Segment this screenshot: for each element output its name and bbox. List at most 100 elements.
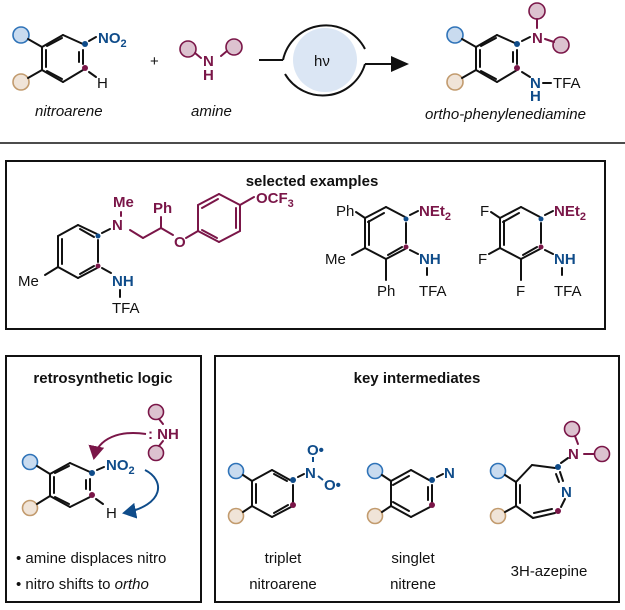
oxygen-radical-label: O• [324, 477, 341, 494]
nitro-group-label: NO2 [98, 30, 127, 50]
amine-substituent-icon [563, 420, 581, 438]
substituent-blue-icon [12, 26, 30, 44]
oxygen-radical-label: O• [307, 442, 324, 459]
product-structure: N N H TFA [446, 2, 581, 105]
triplet-label-line2: nitroarene [249, 576, 317, 593]
wine-dot-icon [429, 502, 435, 508]
wine-dot-icon [403, 244, 409, 250]
azepine-label: 3H-azepine [511, 563, 588, 580]
attack-arrow-icon [88, 432, 147, 460]
blue-dot-icon [290, 477, 296, 483]
nitro-group-label: NO2 [106, 457, 135, 477]
amine-substituent-icon [593, 445, 611, 463]
light-hv-label: hν [314, 53, 330, 70]
phenyl-top-label: Ph [336, 203, 354, 220]
nitro-n-label: N [305, 465, 316, 482]
amine-n-label: N [203, 53, 214, 70]
substituent-tan-icon [446, 73, 464, 91]
tfa-label: TFA [554, 283, 582, 300]
amine-label: amine [191, 103, 232, 120]
nh-label: NH [554, 251, 576, 268]
product-label: ortho-phenylenediamine [425, 106, 586, 123]
ring-n-label: N [561, 484, 572, 501]
substituent-blue-icon [227, 462, 245, 480]
retro-bullet-2: • nitro shifts to ortho [16, 576, 149, 593]
singlet-nitrene-structure: N [366, 462, 455, 525]
singlet-label-line2: nitrene [390, 576, 436, 593]
substituent-blue-icon [21, 453, 39, 471]
wine-dot-icon [89, 492, 95, 498]
nitrene-n-label: N [444, 465, 455, 482]
product-nh-h-label: H [530, 88, 541, 105]
hydrogen-label: H [97, 75, 108, 92]
fluoro-label: F [480, 203, 489, 220]
blue-dot-icon [514, 41, 520, 47]
amine-structure: N H [179, 38, 243, 84]
blue-dot-icon [95, 233, 101, 239]
methyl-label: Me [18, 273, 39, 290]
photochemical-arrow: hν [259, 24, 409, 97]
diethylamino-label: NEt2 [419, 203, 451, 223]
substituent-tan-icon [12, 73, 30, 91]
blue-dot-icon [89, 470, 95, 476]
retrosynthetic-logic-title: retrosynthetic logic [33, 370, 172, 387]
methyl-label: Me [325, 251, 346, 268]
example-3-structure: F F F NEt2 NH TFA [478, 203, 586, 300]
tfa-label: TFA [419, 283, 447, 300]
retro-structure: : NH NO2 H [21, 403, 179, 522]
substituent-tan-icon [21, 499, 39, 517]
triplet-label-line1: triplet [265, 550, 303, 567]
substituent-blue-icon [446, 26, 464, 44]
example-1-structure: Me N Me Ph O OCF3 NH TFA [18, 190, 294, 317]
phenyl-bottom-label: Ph [377, 283, 395, 300]
amine-n-label: N [568, 446, 579, 463]
amine-substituent-icon [179, 40, 197, 58]
wine-dot-icon [290, 502, 296, 508]
wine-dot-icon [538, 244, 544, 250]
ether-o-label: O [174, 234, 186, 251]
diethylamino-label: NEt2 [554, 203, 586, 223]
blue-dot-icon [555, 464, 561, 470]
key-intermediates-panel [214, 355, 620, 603]
light-source-icon [293, 28, 357, 92]
amine-substituent-icon [147, 444, 165, 462]
substituent-tan-icon [227, 507, 245, 525]
product-nh-n-label: N [530, 75, 541, 92]
azepine-structure: N N [489, 420, 611, 525]
retro-bullet-1: • amine displaces nitro [16, 550, 166, 567]
phenyl-label: Ph [153, 200, 172, 217]
amine-substituent-icon [225, 38, 243, 56]
amine-h-label: H [203, 67, 214, 84]
n-methyl-label: Me [113, 194, 134, 211]
hydrogen-label: H [106, 505, 117, 522]
fluoro-label: F [516, 283, 525, 300]
amine-substituent-icon [147, 403, 165, 421]
nitroarene-label: nitroarene [35, 103, 103, 120]
example-2-structure: Ph Me Ph NEt2 NH TFA [325, 203, 451, 300]
substituent-tan-icon [489, 507, 507, 525]
tfa-label: TFA [112, 300, 140, 317]
selected-examples-title: selected examples [246, 173, 379, 190]
substituent-blue-icon [366, 462, 384, 480]
blue-dot-icon [82, 41, 88, 47]
shift-arrow-icon [122, 469, 160, 519]
key-intermediates-title: key intermediates [354, 370, 481, 387]
blue-dot-icon [538, 216, 544, 222]
blue-dot-icon [403, 216, 409, 222]
blue-dot-icon [429, 477, 435, 483]
nitroarene-structure: NO2 H [12, 26, 127, 92]
product-amine-n-label: N [532, 30, 543, 47]
trifluoromethoxy-label: OCF3 [256, 190, 294, 210]
fluoro-label: F [478, 251, 487, 268]
amine-nh-label: : NH [148, 426, 179, 443]
amine-substituent-icon [552, 36, 570, 54]
wine-dot-icon [555, 508, 561, 514]
n-label: N [112, 217, 123, 234]
nh-label: NH [419, 251, 441, 268]
wine-dot-icon [95, 263, 101, 269]
triplet-nitroarene-structure: N O• O• [227, 442, 341, 525]
singlet-label-line1: singlet [391, 550, 435, 567]
substituent-blue-icon [489, 462, 507, 480]
wine-dot-icon [82, 65, 88, 71]
